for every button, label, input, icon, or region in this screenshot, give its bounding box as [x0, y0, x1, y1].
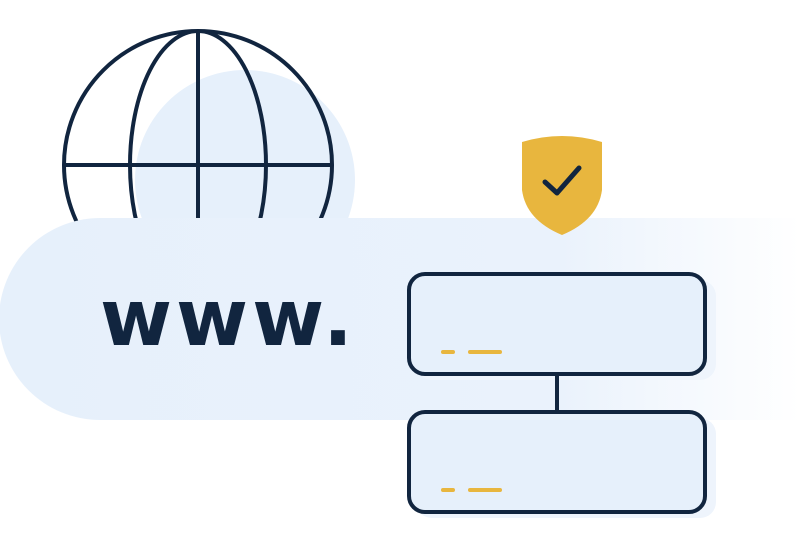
globe-icon: [62, 29, 334, 301]
server-icon: [407, 272, 716, 518]
address-text: www.: [100, 274, 357, 364]
server-unit-bottom: [407, 410, 707, 514]
shield-check-icon: [522, 136, 602, 235]
server-unit-top: [407, 272, 707, 376]
